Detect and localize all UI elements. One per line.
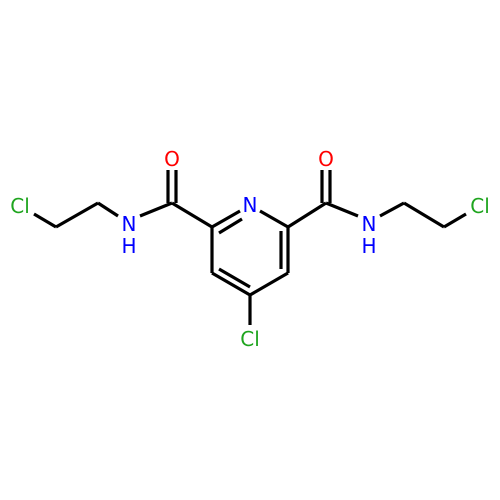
bond-ring-n1-c6 <box>259 209 289 229</box>
atom-cl-bottom: Cl <box>240 327 260 351</box>
bond-ch2-cl-right <box>443 212 467 229</box>
bond-lines <box>33 170 467 325</box>
bond-co-ring-left <box>171 201 213 229</box>
bond-ring-c2-n1 <box>211 209 241 229</box>
atom-n-amide-left: N <box>122 212 137 236</box>
atom-h-amide-right: H <box>361 234 376 258</box>
atom-cl-left: Cl <box>10 194 30 218</box>
atom-o-right: O <box>318 147 334 171</box>
atom-n-amide-right: N <box>362 212 377 236</box>
bond-ring-c4-c3-inner <box>218 267 251 289</box>
bond-co-nh-right <box>325 201 359 218</box>
atom-cl-right: Cl <box>470 194 490 218</box>
bond-cl-ch2-left <box>33 212 57 229</box>
atom-h-amide-left: H <box>121 234 136 258</box>
bond-ch2-ch2-left <box>55 201 99 229</box>
bond-ch2-ch2-right <box>403 201 445 229</box>
bond-ring-c2-n1-inner <box>218 217 243 235</box>
bond-nh-ch2-right <box>379 201 405 218</box>
atom-n-pyridine: N <box>243 193 258 217</box>
bond-ring-c5-c4 <box>249 271 289 297</box>
atom-o-left: O <box>164 147 180 171</box>
bond-ch2-nh-left <box>97 201 119 218</box>
bond-nh-co-left <box>139 201 173 218</box>
bond-ring-co-right <box>287 201 327 229</box>
atom-labels: Cl N H O N O N H Cl Cl <box>10 147 490 351</box>
bond-ring-c4-c3 <box>211 271 251 297</box>
